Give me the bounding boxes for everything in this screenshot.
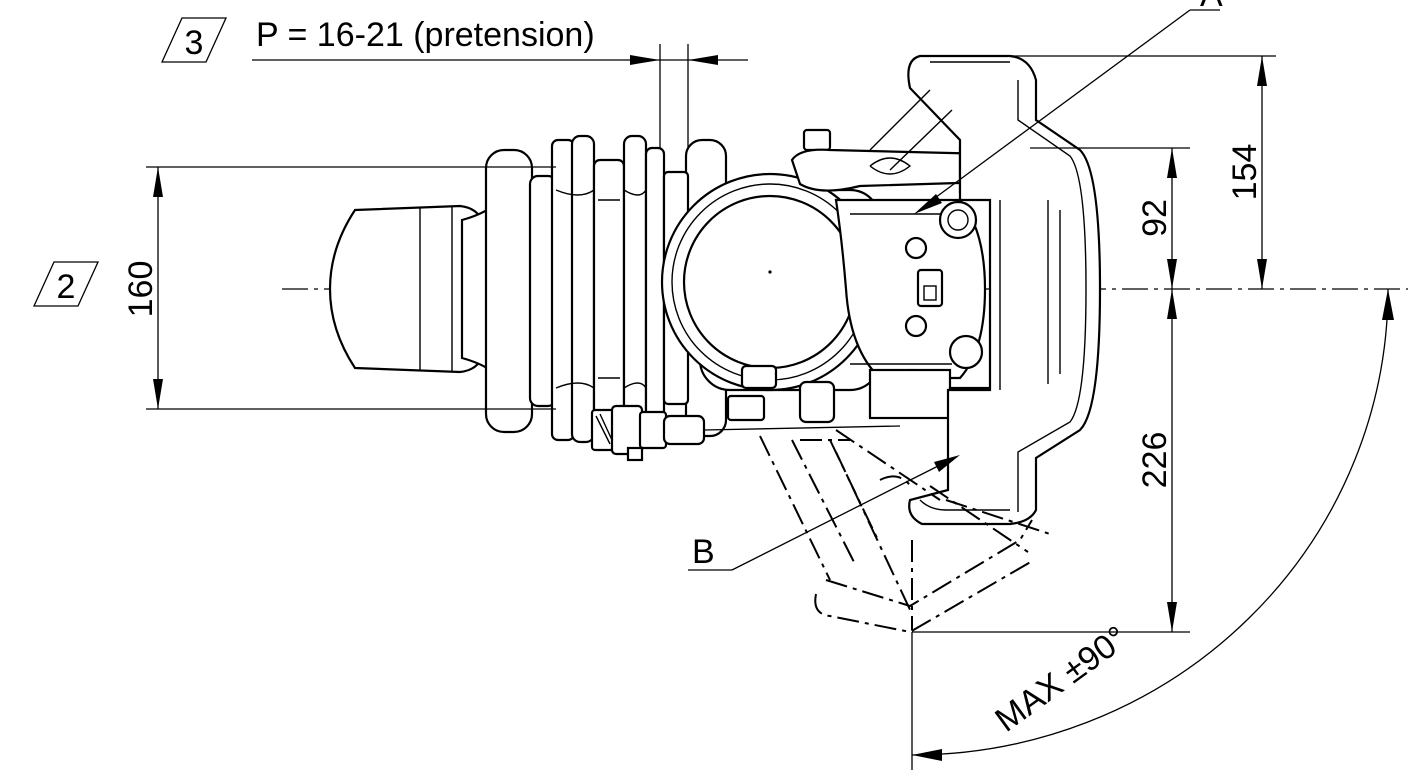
angle-dimension: MAX ±90°	[911, 288, 1394, 770]
dimension-154: 154	[1010, 55, 1276, 289]
label-b: B	[692, 533, 715, 571]
frame-bracket	[869, 54, 1102, 526]
pretension-label: P = 16-21 (pretension)	[256, 16, 595, 54]
dimension-226-label: 226	[1136, 432, 1174, 489]
label-a: A	[1200, 0, 1223, 14]
dimension-92: 92	[1030, 147, 1190, 289]
dimension-92-label: 92	[1136, 199, 1174, 237]
angle-label: MAX ±90°	[988, 619, 1134, 740]
dimension-160: 160	[122, 166, 556, 410]
dimension-226: 226	[912, 289, 1190, 633]
callout-box-2: 2	[32, 261, 100, 307]
leader-a: A	[914, 0, 1223, 214]
callout-box-3: 3	[160, 17, 228, 63]
leader-b: B	[688, 455, 960, 571]
swung-position-phantom	[759, 429, 1051, 634]
nose-cone	[328, 204, 492, 374]
callout-box-3-label: 3	[185, 24, 204, 62]
dimension-160-label: 160	[122, 261, 160, 318]
pretension-dimension: P = 16-21 (pretension)	[252, 16, 748, 148]
callout-box-2-label: 2	[57, 268, 76, 306]
dimension-154-label: 154	[1226, 144, 1264, 201]
cable-connector	[590, 404, 901, 462]
